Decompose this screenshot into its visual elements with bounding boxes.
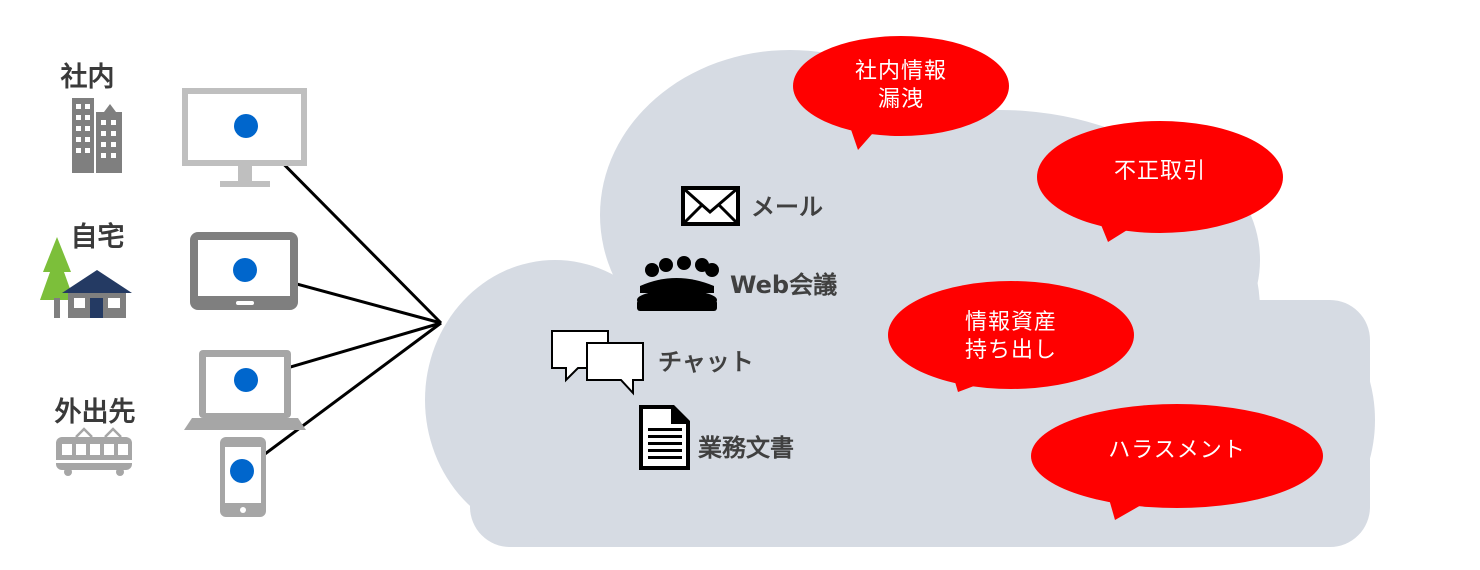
risk-label-takeout-line1: 情報資産 (964, 310, 1057, 335)
chat-bubbles-icon (551, 330, 644, 396)
connector-smartphone (241, 321, 442, 473)
risk-bubble-harassment (1031, 404, 1323, 520)
tablet-icon (190, 232, 298, 310)
risk-label-fraud: 不正取引 (1080, 158, 1240, 186)
meeting-people-icon (637, 256, 719, 311)
location-label-outside: 外出先 (54, 397, 136, 428)
risk-bubble-fraud (1037, 121, 1283, 242)
service-label-documents: 業務文書 (698, 434, 794, 462)
risk-label-takeout: 情報資産 持ち出し (931, 309, 1091, 365)
service-label-chat: チャット (658, 348, 754, 376)
risk-label-takeout-line2: 持ち出し (964, 338, 1057, 363)
smartphone-icon (220, 437, 266, 517)
risk-label-harassment: ハラスメント (1077, 437, 1277, 465)
mail-envelope-icon (681, 186, 740, 226)
location-label-office: 社内 (60, 62, 115, 93)
office-building-icon (72, 98, 122, 173)
risk-label-leak-line2: 漏洩 (877, 87, 924, 112)
risk-label-harassment-line1: ハラスメント (1108, 438, 1246, 463)
desktop-monitor-icon (182, 88, 307, 187)
house-with-tree-icon (40, 237, 132, 318)
risk-bubble-leak (793, 36, 1009, 150)
risk-label-fraud-line1: 不正取引 (1113, 159, 1206, 184)
service-label-web-meeting: Web会議 (730, 271, 838, 299)
risk-label-leak-line1: 社内情報 (854, 59, 947, 84)
location-label-home: 自宅 (70, 222, 125, 253)
risk-bubble-takeout (888, 281, 1134, 392)
train-icon (56, 427, 132, 476)
document-icon (639, 405, 690, 470)
laptop-icon (184, 350, 306, 430)
risk-label-leak: 社内情報 漏洩 (821, 58, 981, 114)
service-label-mail: メール (751, 193, 823, 221)
